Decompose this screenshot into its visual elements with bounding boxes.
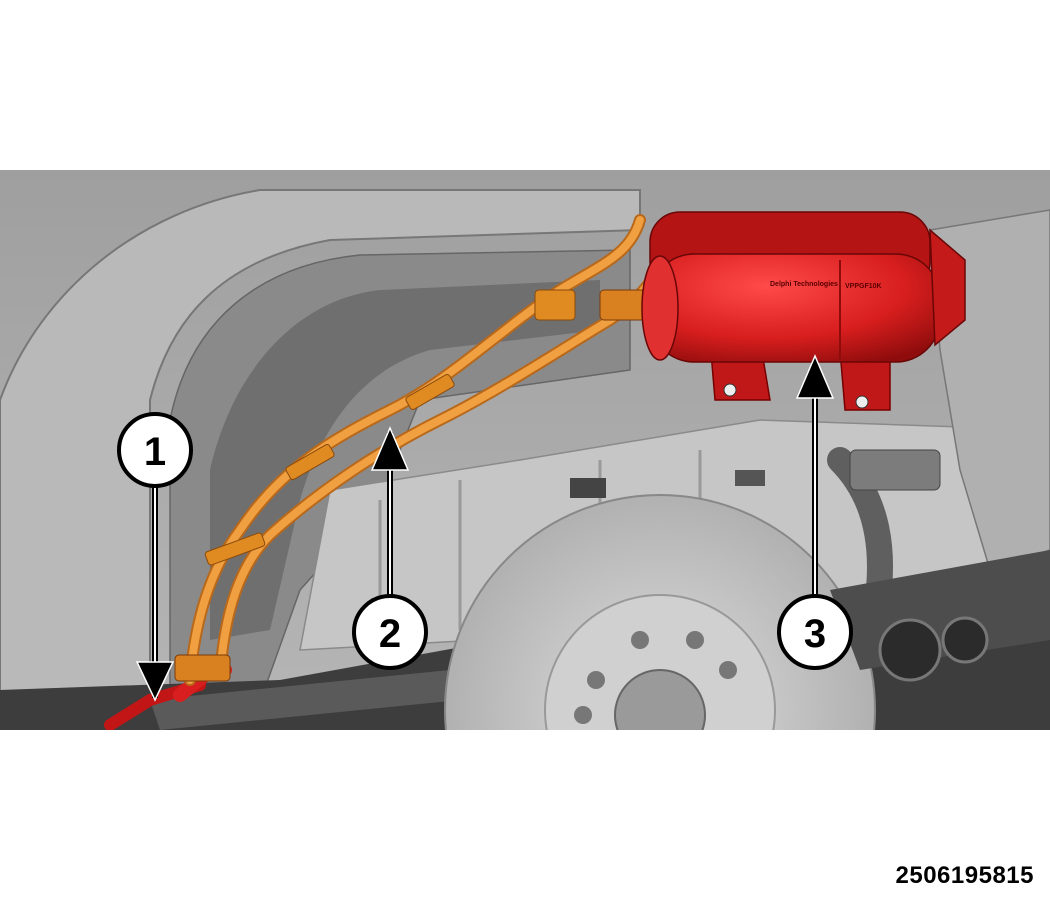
canister-code-label: VPPGF10K [845, 283, 882, 290]
hose-connector [174, 654, 231, 682]
canister-brand-label: Delphi Technologies [770, 281, 838, 288]
callout-circle-1 [117, 412, 193, 488]
callout-1: 1 [117, 412, 193, 488]
callout-2: 2 [352, 594, 428, 670]
callout-number-2: 2 [379, 612, 401, 656]
arch-panel-dark [210, 280, 600, 640]
vent-hose-orange [186, 216, 644, 684]
bracket-bolt [723, 383, 737, 397]
hub-center [614, 669, 706, 730]
hose-clip [405, 374, 455, 410]
wheel-stud [631, 631, 649, 649]
evap-canister [649, 253, 941, 363]
hose-clip [285, 444, 335, 480]
hose-clip [534, 289, 576, 321]
canister-end-fitting [929, 228, 966, 347]
hose-clip [204, 532, 266, 566]
callout-number-1: 1 [144, 430, 166, 474]
figure-id-label: 2506195815 [895, 862, 1034, 889]
wheel-stud [587, 671, 605, 689]
wheel-stud [719, 661, 737, 679]
arrow-head-1 [135, 661, 175, 702]
vehicle-underbody-illustration: Delphi Technologies VPPGF10K 1 2 3 [0, 170, 1050, 730]
wheel-stud [574, 706, 592, 724]
suspension-bushing [941, 616, 989, 664]
wheel-well-arch [0, 189, 641, 730]
wheel-stud [686, 631, 704, 649]
canister-end-cap [641, 255, 679, 361]
sensor-module [849, 449, 941, 491]
arrow-head-3 [795, 354, 835, 399]
floor-slot [570, 478, 606, 498]
callout-circle-3 [777, 594, 853, 670]
hub-ring [544, 594, 776, 730]
bracket-bolt [855, 395, 869, 409]
callout-number-3: 3 [804, 612, 826, 656]
callout-circle-2 [352, 594, 428, 670]
arrow-head-2 [370, 426, 410, 471]
hose-connector [599, 289, 646, 321]
callout-3: 3 [777, 594, 853, 670]
suspension-bushing [878, 618, 942, 682]
lower-crossmember [150, 670, 460, 730]
floor-slot [735, 470, 765, 486]
